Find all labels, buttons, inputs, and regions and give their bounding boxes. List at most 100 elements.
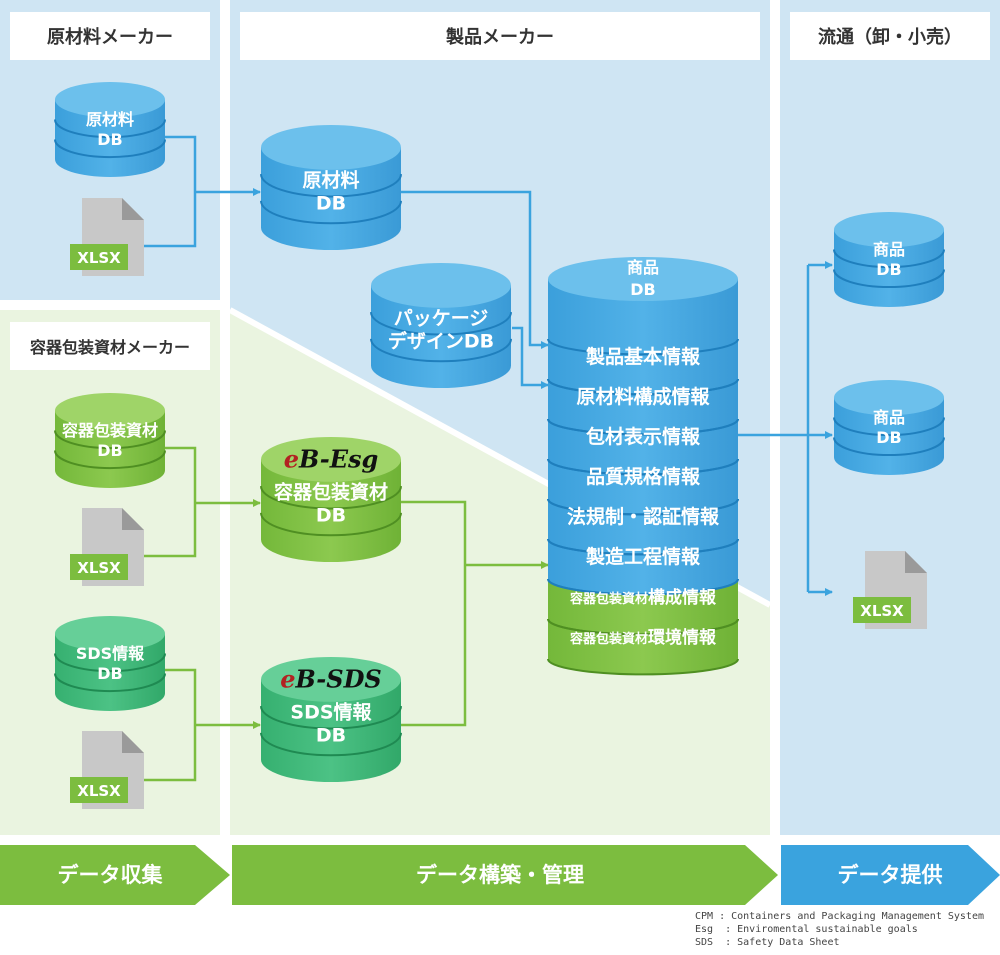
db-label: DB bbox=[876, 260, 901, 279]
product-db-ring bbox=[547, 618, 739, 636]
product-db-title: DB bbox=[630, 280, 655, 299]
db-product-master: 商品DB製品基本情報原材料構成情報包材表示情報品質規格情報法規制・認証情報製造工… bbox=[547, 257, 739, 676]
cylinder-body bbox=[55, 410, 165, 488]
db-label: 容器包装資材 bbox=[274, 481, 388, 504]
xlsx-file-icon: XLSX bbox=[853, 551, 927, 629]
cylinder-top bbox=[834, 380, 944, 416]
file-fold bbox=[905, 551, 927, 573]
xlsx-badge bbox=[70, 554, 128, 580]
cylinder-body bbox=[261, 679, 401, 782]
esg-logo: eB-Esg bbox=[284, 444, 379, 473]
xlsx-file-icon: XLSX bbox=[70, 508, 144, 586]
product-db-ring bbox=[547, 538, 739, 556]
header-raw-material-maker: 原材料メーカー bbox=[10, 12, 210, 60]
product-db-layer-label: 品質規格情報 bbox=[586, 465, 701, 488]
cylinder-ring bbox=[833, 269, 945, 289]
file-fold bbox=[122, 198, 144, 220]
xlsx-label: XLSX bbox=[77, 559, 121, 577]
sds-logo: eB-SDS bbox=[280, 664, 381, 693]
cylinder-top bbox=[55, 82, 165, 118]
db-label: DB bbox=[97, 130, 122, 149]
stage-label: データ構築・管理 bbox=[416, 863, 584, 887]
db-label: 原材料 bbox=[86, 110, 134, 129]
header-label: 容器包装資材メーカー bbox=[29, 338, 190, 357]
arrow-design-to-product bbox=[512, 326, 549, 389]
db-label: 原材料 bbox=[302, 169, 359, 192]
xlsx-badge bbox=[853, 597, 911, 623]
cylinder-body bbox=[834, 397, 944, 475]
product-db-ring bbox=[547, 458, 739, 476]
header-product-maker: 製品メーカー bbox=[240, 12, 760, 60]
db-label: 商品 bbox=[873, 408, 905, 427]
cylinder-ring bbox=[54, 653, 166, 673]
product-db-ring bbox=[547, 658, 739, 676]
header-label: 流通（卸・小売） bbox=[818, 26, 962, 48]
product-db-ring bbox=[547, 418, 739, 436]
xlsx-badge bbox=[70, 244, 128, 270]
xlsx-badge bbox=[70, 777, 128, 803]
stage-label: データ提供 bbox=[838, 863, 943, 887]
product-db-layer-label: 製造工程情報 bbox=[585, 545, 701, 568]
legend-item: CPM : Containers and Packaging Managemen… bbox=[695, 911, 984, 922]
connector-pack-db bbox=[165, 446, 197, 503]
cylinder-top bbox=[261, 124, 401, 170]
db-label: DB bbox=[316, 505, 346, 527]
stage-label: データ収集 bbox=[58, 863, 164, 887]
file-fold bbox=[122, 508, 144, 530]
db-label: DB bbox=[97, 664, 122, 683]
cylinder-ring bbox=[833, 417, 945, 437]
cylinder-ring bbox=[370, 338, 512, 363]
xlsx-label: XLSX bbox=[77, 249, 121, 267]
cylinder-body bbox=[261, 147, 401, 251]
cylinder-ring bbox=[54, 430, 166, 450]
cylinder-top bbox=[834, 212, 944, 248]
db-label: 商品 bbox=[873, 240, 905, 259]
legend-item: Esg : Enviromental sustainable goals bbox=[695, 924, 918, 935]
product-db-ring bbox=[547, 378, 739, 396]
arrow-raw-to-product bbox=[400, 190, 549, 349]
product-db-layer-label: 容器包装資材構成情報 bbox=[569, 587, 717, 608]
header-label: 原材料メーカー bbox=[47, 26, 173, 48]
product-db-ring bbox=[547, 578, 739, 596]
cylinder-body bbox=[55, 633, 165, 711]
db-label: パッケージ bbox=[394, 308, 489, 330]
stage-data-collection: データ収集 bbox=[0, 845, 230, 905]
product-db-ring bbox=[547, 498, 739, 516]
cylinder-top bbox=[55, 393, 165, 429]
header-distribution: 流通（卸・小売） bbox=[790, 12, 990, 60]
cylinder-body bbox=[371, 285, 511, 388]
product-db-layer-label: 容器包装資材環境情報 bbox=[569, 627, 717, 648]
cylinder-ring bbox=[833, 437, 945, 457]
db-label: デザインDB bbox=[388, 330, 494, 353]
connectors bbox=[143, 135, 833, 782]
product-db-layer-label: 包材表示情報 bbox=[586, 425, 701, 448]
db-label: DB bbox=[316, 725, 346, 747]
cylinder-ring bbox=[54, 119, 166, 139]
cylinder-ring bbox=[54, 450, 166, 470]
cylinder-body bbox=[55, 99, 165, 177]
cylinder-ring bbox=[54, 139, 166, 159]
xlsx-file-icon: XLSX bbox=[70, 198, 144, 276]
cylinder-ring bbox=[260, 174, 402, 198]
cylinder-ring bbox=[260, 706, 402, 730]
xlsx-file-icon: XLSX bbox=[70, 731, 144, 809]
product-db-top bbox=[548, 257, 738, 301]
product-db-layer-label: 原材料構成情報 bbox=[576, 385, 710, 408]
xlsx-label: XLSX bbox=[77, 782, 121, 800]
header-label: 製品メーカー bbox=[445, 27, 554, 48]
connector-raw-xlsx bbox=[143, 192, 197, 248]
db-label: SDS情報 bbox=[290, 701, 372, 724]
product-db-layer-label: 製品基本情報 bbox=[585, 345, 701, 368]
connector-esg-out bbox=[400, 500, 467, 727]
db-label: DB bbox=[876, 428, 901, 447]
header-packaging-maker: 容器包装資材メーカー bbox=[10, 322, 210, 370]
cylinder-ring bbox=[260, 486, 402, 510]
product-db-ring bbox=[547, 338, 739, 356]
